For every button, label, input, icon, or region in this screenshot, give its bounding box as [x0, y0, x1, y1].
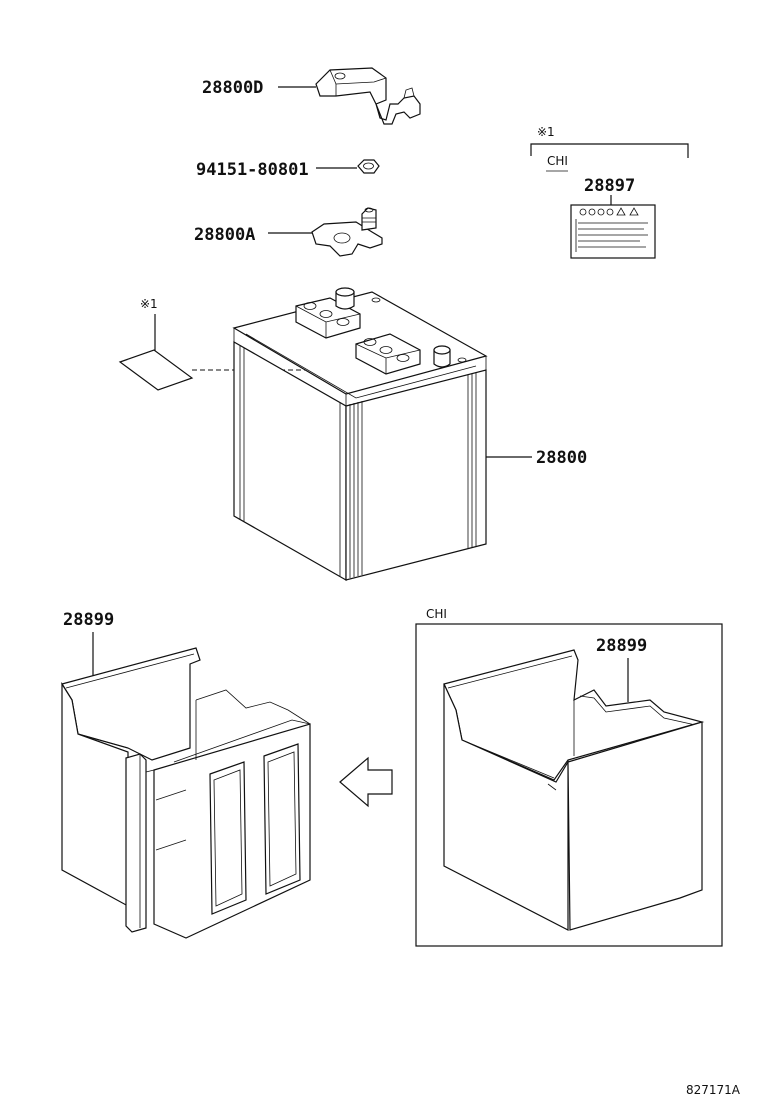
chi-detail-box: [415, 623, 723, 947]
part-number-terminal-cover: 28800D: [202, 78, 263, 98]
battery-drawing: [232, 287, 488, 582]
terminal-drawing: [311, 207, 383, 257]
direction-arrow-icon: [339, 756, 393, 808]
part-number-battery: 28800: [536, 448, 587, 468]
tray-right-drawing: [443, 649, 705, 931]
part-number-terminal: 28800A: [194, 225, 255, 245]
diagram-id: 827171A: [686, 1083, 741, 1097]
ref-mark-top: ※1: [537, 125, 555, 139]
ref-mark-battery: ※1: [140, 297, 158, 311]
caution-label-drawing: [570, 204, 656, 259]
label-sticker-drawing: [118, 349, 194, 391]
region-label-box: CHI: [426, 607, 447, 621]
region-label-top: CHI: [547, 154, 568, 168]
part-number-caution-label: 28897: [584, 176, 635, 196]
tray-left-drawing: [61, 647, 311, 939]
part-number-tray-right: 28899: [596, 636, 647, 656]
part-number-nut: 94151-80801: [196, 160, 309, 180]
nut-drawing: [357, 159, 380, 174]
group-bracket: [530, 143, 689, 158]
terminal-cover-drawing: [315, 67, 421, 125]
part-number-tray-left: 28899: [63, 610, 114, 630]
